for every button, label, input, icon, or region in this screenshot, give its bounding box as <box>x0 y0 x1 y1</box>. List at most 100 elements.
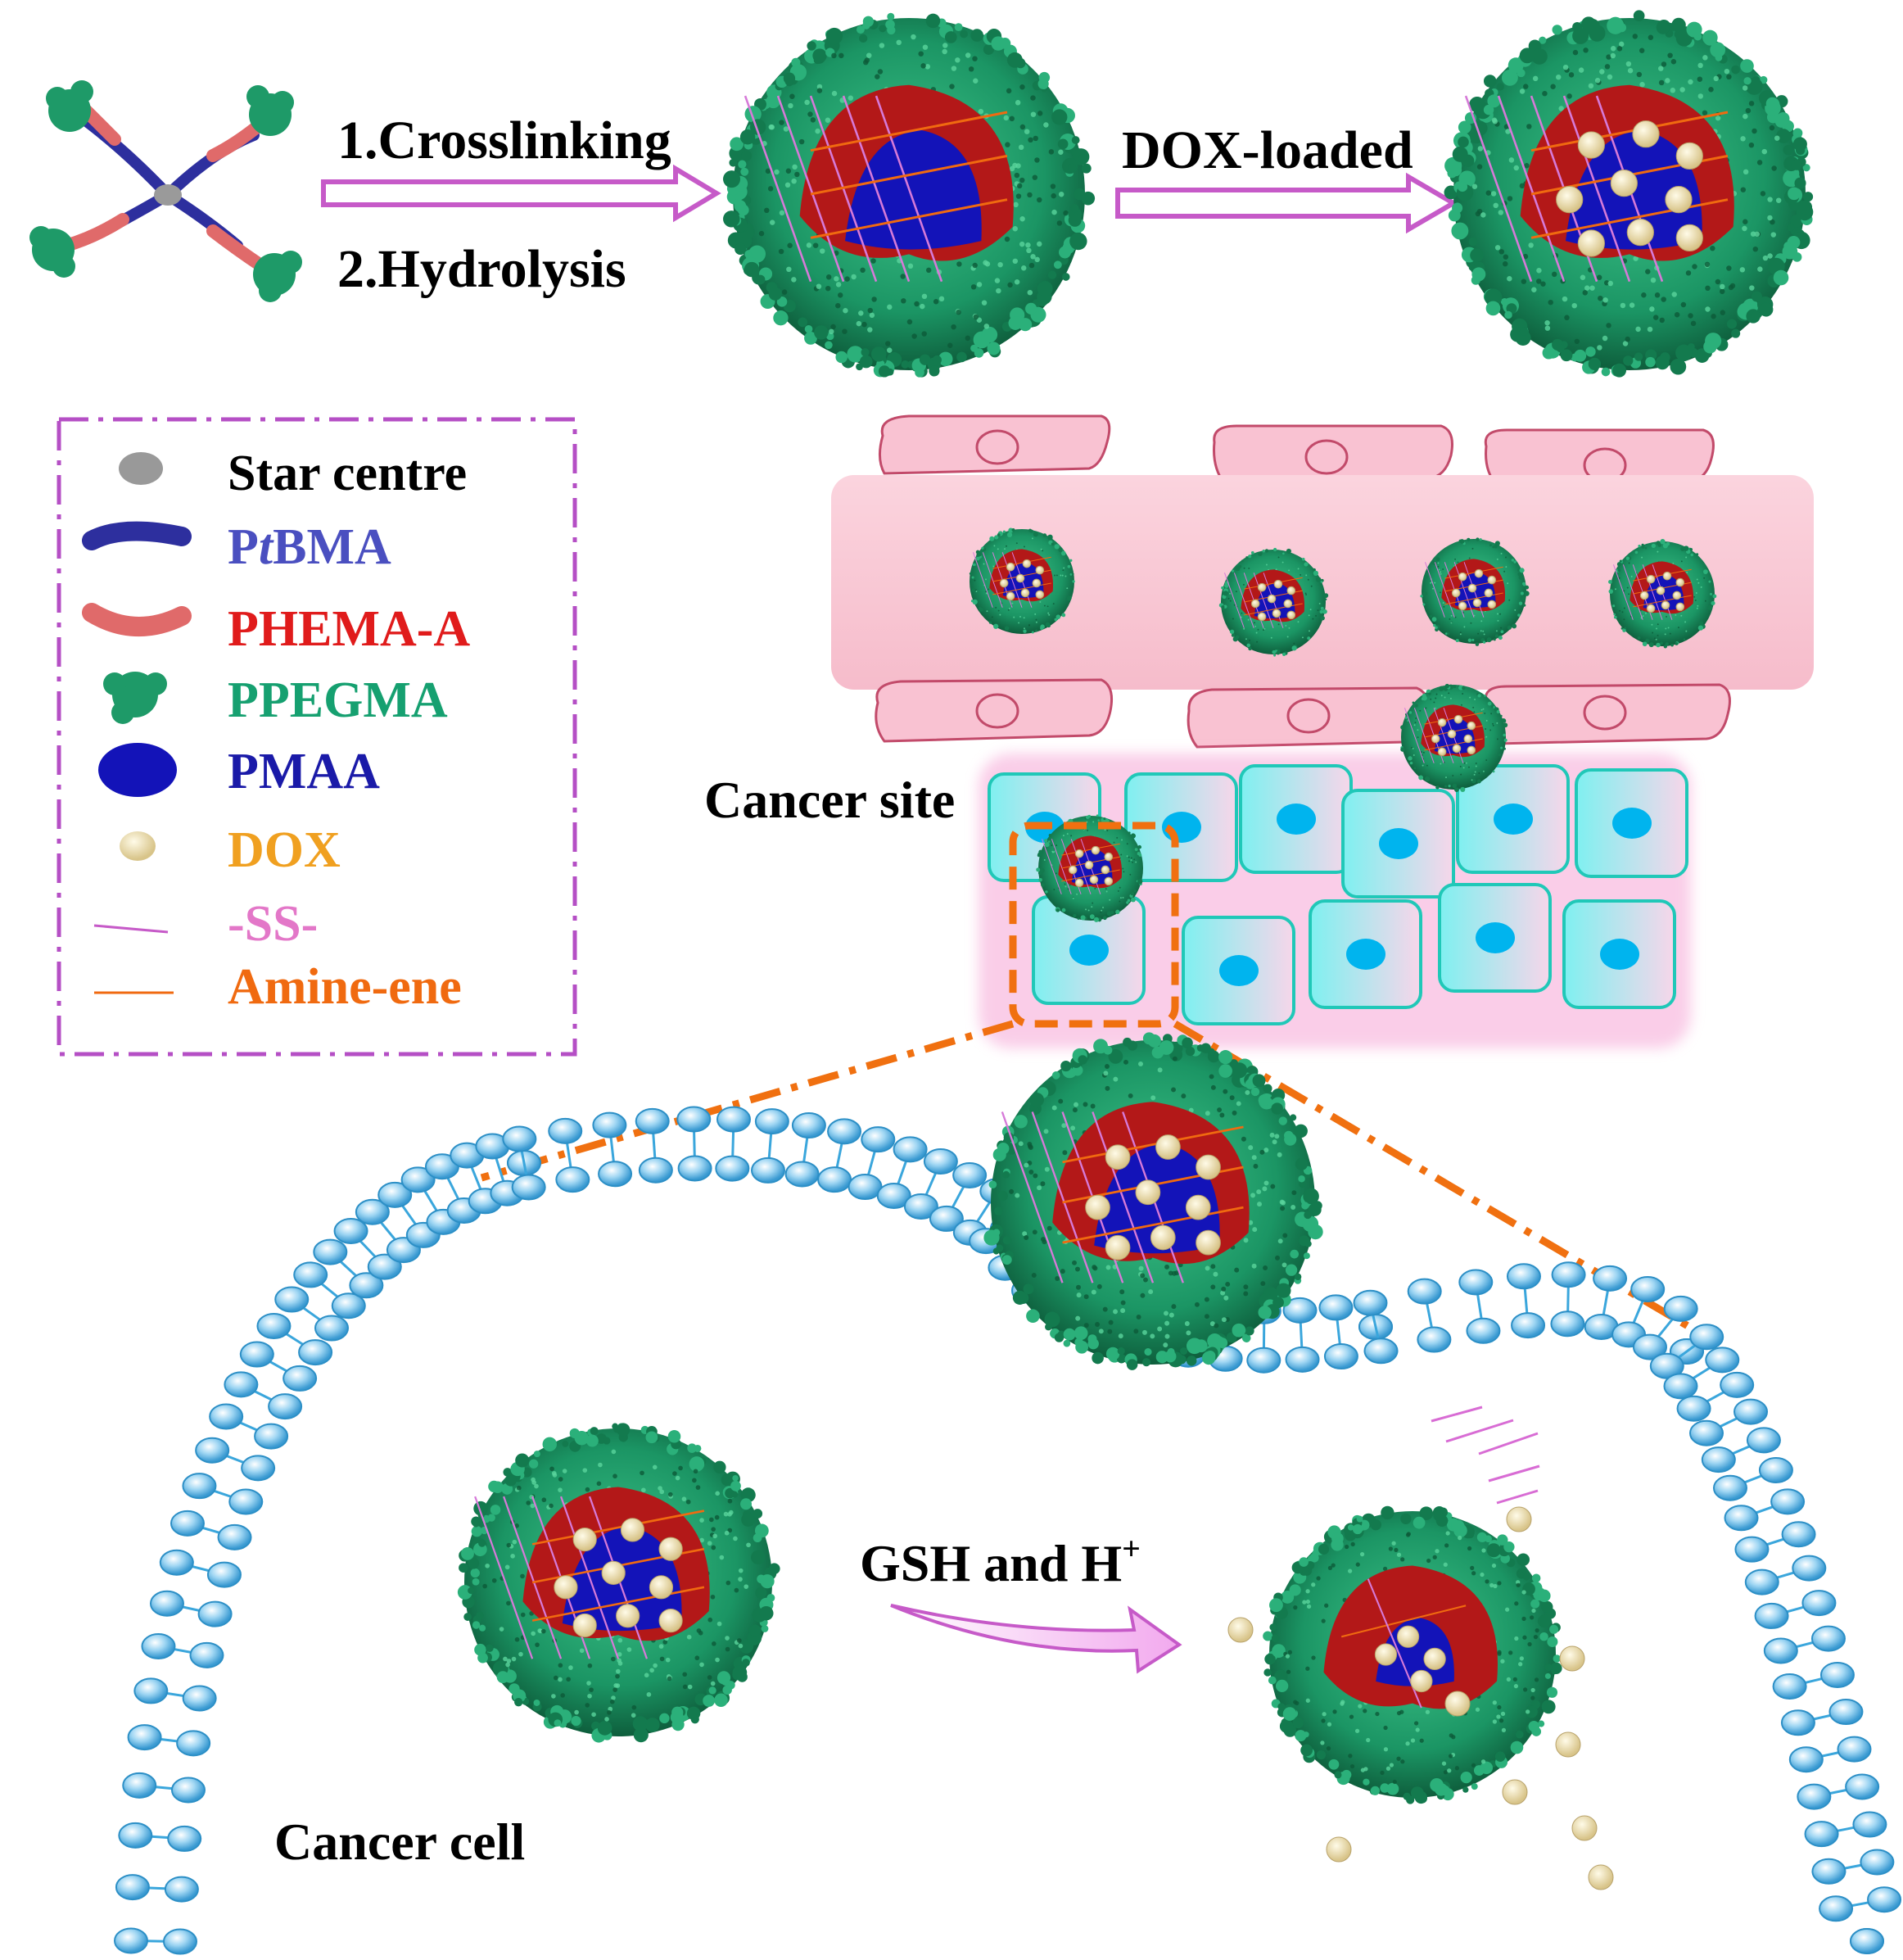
tumor-cell <box>1438 883 1552 993</box>
nucleus <box>1494 803 1533 835</box>
phospholipid <box>929 1161 988 1232</box>
dox-molecule <box>1257 582 1267 592</box>
dox-molecule <box>1085 1194 1110 1220</box>
dox-molecule <box>1068 865 1078 875</box>
star-centre-icon <box>119 452 163 485</box>
free-dox-molecule <box>1227 1617 1254 1643</box>
legend-ppegma-label: PPEGMA <box>228 672 448 728</box>
cancer-cell-label: Cancer cell <box>274 1813 525 1871</box>
ss-icon <box>93 924 169 934</box>
loading-label: DOX-loaded <box>1122 120 1413 180</box>
dox-molecule <box>1196 1229 1221 1256</box>
dox-molecule <box>1661 600 1670 610</box>
dox-molecule <box>1646 574 1656 584</box>
legend-ss-label: -SS- <box>228 896 318 952</box>
phospholipid <box>1632 1295 1698 1360</box>
dox-molecule <box>1453 714 1463 724</box>
small-micelle <box>1036 814 1143 922</box>
phospholipid <box>274 1286 350 1342</box>
phospholipid <box>1850 1928 1884 1954</box>
phospholipid <box>548 1117 590 1193</box>
small-micelle <box>1608 539 1717 649</box>
pmaa-core <box>845 130 982 250</box>
dox-molecule <box>1639 591 1649 600</box>
dox-molecule <box>1675 602 1685 612</box>
dox-molecule <box>1105 1144 1131 1170</box>
dox-molecule <box>1022 559 1032 568</box>
nucleus <box>1476 922 1515 953</box>
small-micelle <box>1400 683 1508 792</box>
dox-molecule <box>1006 562 1015 572</box>
phospholipid <box>715 1106 751 1182</box>
nucleus <box>1379 828 1418 859</box>
dox-molecule <box>1437 717 1447 727</box>
legend-phema-label: PHEMA-A <box>228 601 470 657</box>
phospholipid <box>256 1312 333 1366</box>
dox-molecule <box>1662 571 1672 581</box>
phospholipid <box>676 1106 712 1182</box>
phospholipid <box>1744 1555 1827 1596</box>
dox-molecule <box>1431 734 1440 744</box>
phospholipid <box>170 1510 252 1550</box>
phospholipid <box>502 1125 546 1201</box>
dox-molecule <box>1672 591 1682 600</box>
phospholipid <box>592 1111 633 1188</box>
phospholipid <box>1506 1263 1546 1339</box>
phospholipid <box>751 1108 789 1184</box>
phospholipid <box>114 1927 197 1955</box>
small-micelle <box>969 527 1075 634</box>
phospholipid <box>313 1238 384 1299</box>
dox-molecule <box>1467 583 1477 593</box>
dox-molecule <box>658 1609 683 1633</box>
phospholipid <box>1811 1849 1895 1885</box>
internalized-micelle <box>457 1423 780 1743</box>
dox-molecule <box>1286 586 1296 595</box>
crosslink-arrow <box>321 164 721 223</box>
dox-molecule <box>1104 876 1114 886</box>
dox-molecule <box>1185 1194 1211 1220</box>
phospholipid <box>209 1403 289 1450</box>
legend-pmaa-label: PMAA <box>228 744 380 799</box>
phospholipid <box>876 1136 928 1209</box>
phospholipid <box>784 1112 826 1188</box>
phospholipid <box>1611 1276 1666 1348</box>
phospholipid <box>182 1473 264 1515</box>
dox-molecule <box>658 1537 683 1561</box>
dox-molecule <box>1074 849 1084 858</box>
nucleus <box>1277 803 1316 835</box>
tumor-cell <box>1456 764 1570 874</box>
dox-molecule <box>1472 598 1482 608</box>
free-dox-molecule <box>1571 1815 1598 1841</box>
phospholipid <box>1458 1269 1501 1344</box>
dox-molecule <box>1257 612 1267 622</box>
tumor-cell <box>1182 916 1295 1025</box>
legend-amine-label: Amine-ene <box>228 959 462 1015</box>
dox-molecule <box>1577 229 1605 257</box>
phospholipid <box>1797 1773 1880 1810</box>
phospholipid <box>195 1437 276 1482</box>
dox-molecule <box>1273 579 1283 589</box>
phospholipid <box>133 1677 217 1712</box>
cancer-site-label: Cancer site <box>704 771 955 829</box>
tumor-cell <box>1575 768 1688 878</box>
dox-molecule <box>1437 747 1447 757</box>
legend-dox-label: DOX <box>228 822 341 878</box>
star-polymer <box>29 80 302 302</box>
dox-loaded-micelle <box>1444 10 1814 378</box>
phema-icon <box>82 603 192 637</box>
tumor-cell <box>1341 789 1455 899</box>
dox-molecule <box>1646 604 1656 613</box>
phospholipid <box>159 1549 242 1588</box>
dox-molecule <box>601 1560 626 1585</box>
phospholipid <box>149 1590 233 1627</box>
dox-molecule <box>999 578 1009 588</box>
phospholipid <box>903 1147 958 1220</box>
dox-molecule <box>1463 734 1473 744</box>
dox-molecule <box>1374 1643 1398 1666</box>
dox-molecule <box>1091 845 1101 855</box>
dox-molecule <box>1423 1647 1446 1671</box>
endocytosing-micelle <box>983 1032 1323 1370</box>
dox-molecule <box>620 1518 645 1542</box>
phospholipid <box>1550 1261 1586 1338</box>
phospholipid <box>817 1118 862 1193</box>
